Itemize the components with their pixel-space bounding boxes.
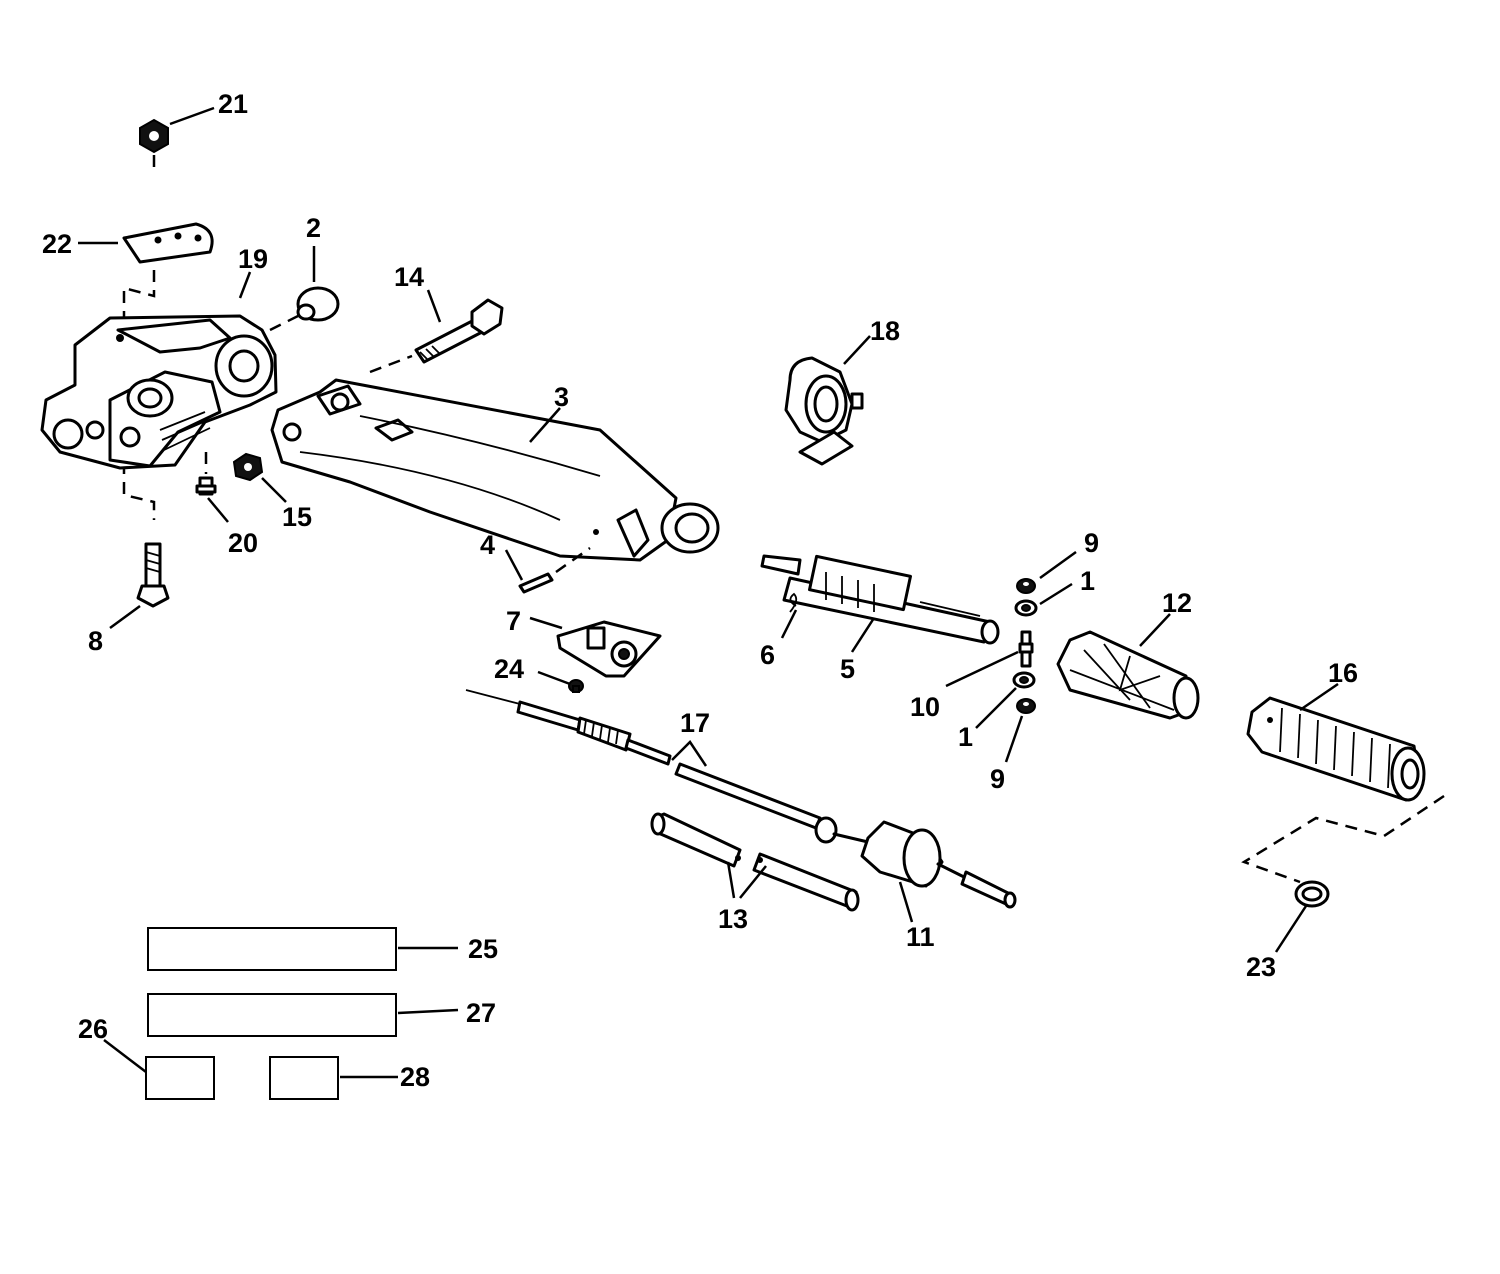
part-22-plate [122,222,214,264]
part-7-bracket [556,620,662,678]
part-16-grip [1246,696,1426,802]
callout-21: 21 [218,89,248,119]
callout-4: 4 [480,530,495,560]
part-9-nut-top [1016,578,1036,594]
callout-19: 19 [238,244,268,274]
part-27-decal [147,993,397,1037]
part-21-lock-nut [139,118,169,172]
part-4-pin [518,546,591,594]
part-11-cable-end [860,820,1017,909]
part-1-washer-bottom [1012,671,1036,689]
part-6-spring-clip [789,592,798,613]
part-23-clamp [1294,880,1330,908]
part-25-decal [147,927,397,971]
callout-18: 18 [870,316,900,346]
callout-11: 11 [906,922,935,952]
part-19-swivel-bracket [40,314,278,470]
callout-27: 27 [466,998,496,1028]
callout-1-top: 1 [1080,566,1095,596]
part-13-sleeves [650,812,860,912]
callout-1-bottom: 1 [958,722,973,752]
part-2-washer [269,286,340,332]
callout-25: 25 [468,934,498,964]
callout-9-top: 9 [1084,528,1099,558]
callout-6: 6 [760,640,775,670]
part-26-decal [145,1056,215,1100]
part-3-tiller-arm [270,378,720,562]
part-18-friction-assembly [784,356,864,466]
part-1-washer-top [1014,599,1038,617]
callout-13: 13 [718,904,748,934]
part-12-throttle-housing [1056,630,1200,720]
part-14-bolt [369,298,504,374]
part-17-throttle-cable [465,689,870,844]
callout-20: 20 [228,528,258,558]
alignment-lines-19 [122,270,156,520]
leader-lines [78,106,1339,1079]
callout-22: 22 [42,229,72,259]
callout-2: 2 [306,213,321,243]
part-5-throttle-shaft [760,554,1000,645]
callout-7: 7 [506,606,521,636]
callout-15: 15 [282,502,312,532]
callout-10: 10 [910,692,940,722]
callout-16: 16 [1328,658,1358,688]
part-10-stud [1018,630,1034,668]
part-9-nut-bottom [1016,698,1036,714]
callout-14: 14 [394,262,424,292]
callout-8: 8 [88,626,103,656]
callout-9-bottom: 9 [990,764,1005,794]
callout-28: 28 [400,1062,430,1092]
callout-5: 5 [840,654,855,684]
callout-26: 26 [78,1014,108,1044]
callout-17: 17 [680,708,710,738]
part-15-nut [232,452,264,482]
part-8-screw [136,542,170,608]
part-28-decal [269,1056,339,1100]
alignment-lines-16 [1241,794,1445,884]
callout-12: 12 [1162,588,1192,618]
callout-23: 23 [1246,952,1276,982]
part-24-screw [568,679,584,693]
part-20-grease-fitting [195,452,217,496]
callout-numbers: 21 22 19 2 14 15 20 8 3 4 7 24 18 6 5 9 … [42,89,1358,1092]
callout-3: 3 [554,382,569,412]
callout-24: 24 [494,654,524,684]
